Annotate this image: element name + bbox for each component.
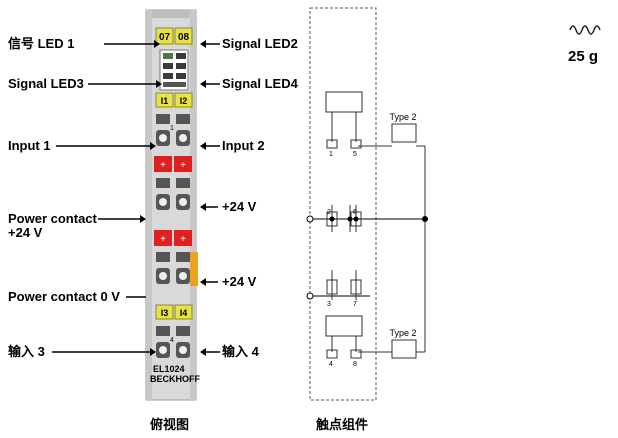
pin-6: 6 — [353, 209, 357, 216]
label-input-2: Input 2 — [222, 138, 265, 153]
bottom-mark-4: 4 — [170, 337, 174, 344]
svg-text:+: + — [160, 234, 166, 245]
power-pad-1 — [154, 156, 172, 172]
tag-i1 — [155, 92, 174, 108]
pin-7: 7 — [353, 301, 357, 308]
pin-1: 1 — [329, 151, 333, 158]
model-label: EL1024 — [153, 364, 185, 374]
label-signal-led-2: Signal LED2 — [222, 36, 298, 51]
label-input-4: 输入 4 — [222, 344, 259, 359]
terminal-row-2 — [156, 178, 190, 210]
label-power-contact-24-line2: +24 V — [8, 225, 43, 240]
pin-8: 8 — [353, 361, 357, 368]
top-mark-1: 1 — [170, 125, 174, 132]
sensor-type-top: Type 2 — [389, 112, 416, 122]
terminal-row-4 — [156, 326, 190, 358]
led-07 — [155, 27, 174, 45]
caption-top-view: 俯视图 — [150, 417, 190, 432]
tag-i3-label: I3 — [161, 308, 169, 318]
power-pad-4 — [174, 230, 192, 246]
schematic-frame — [309, 7, 377, 401]
svg-text:+: + — [160, 160, 166, 171]
pin-3: 3 — [327, 301, 331, 308]
led-08 — [174, 27, 193, 45]
label-input-3: 输入 3 — [8, 344, 45, 359]
tag-i3 — [155, 304, 174, 320]
power-pad-3 — [154, 230, 172, 246]
label-input-1: Input 1 — [8, 138, 51, 153]
power-pad-2 — [174, 156, 192, 172]
sensor-type-bottom: Type 2 — [389, 328, 416, 338]
tag-i1-label: I1 — [161, 96, 169, 106]
label-signal-led-3: Signal LED3 — [8, 76, 84, 91]
svg-text:+: + — [180, 160, 186, 171]
label-plus24-b: +24 V — [222, 274, 257, 289]
label-power-contact-0v: Power contact 0 V — [8, 289, 120, 304]
svg-text:+: + — [180, 234, 186, 245]
led-08-label: 08 — [178, 32, 190, 43]
terminal-row-3 — [156, 252, 190, 284]
tag-i4-label: I4 — [180, 308, 188, 318]
pointer-lines — [52, 40, 220, 356]
brand-label: BECKHOFF — [150, 374, 200, 384]
tag-i4 — [174, 304, 193, 320]
orange-tab — [190, 252, 198, 286]
led-window — [159, 49, 189, 91]
weight-icon — [569, 25, 601, 35]
pin-2: 2 — [327, 209, 331, 216]
label-signal-led-4: Signal LED4 — [222, 76, 298, 91]
label-signal-led-1: 信号 LED 1 — [8, 36, 75, 51]
pin-4: 4 — [329, 361, 333, 368]
tag-i2-label: I2 — [180, 96, 188, 106]
caption-contact-assembly: 触点组件 — [316, 417, 369, 432]
pin-5: 5 — [353, 151, 357, 158]
contact-assembly-schematic — [306, 7, 428, 401]
tag-i2 — [174, 92, 193, 108]
label-plus24-a: +24 V — [222, 199, 257, 214]
led-07-label: 07 — [159, 32, 171, 43]
terminal-row-1 — [156, 114, 190, 146]
label-power-contact-24-line1: Power contact — [8, 211, 97, 226]
weight-label: 25 g — [568, 48, 599, 65]
